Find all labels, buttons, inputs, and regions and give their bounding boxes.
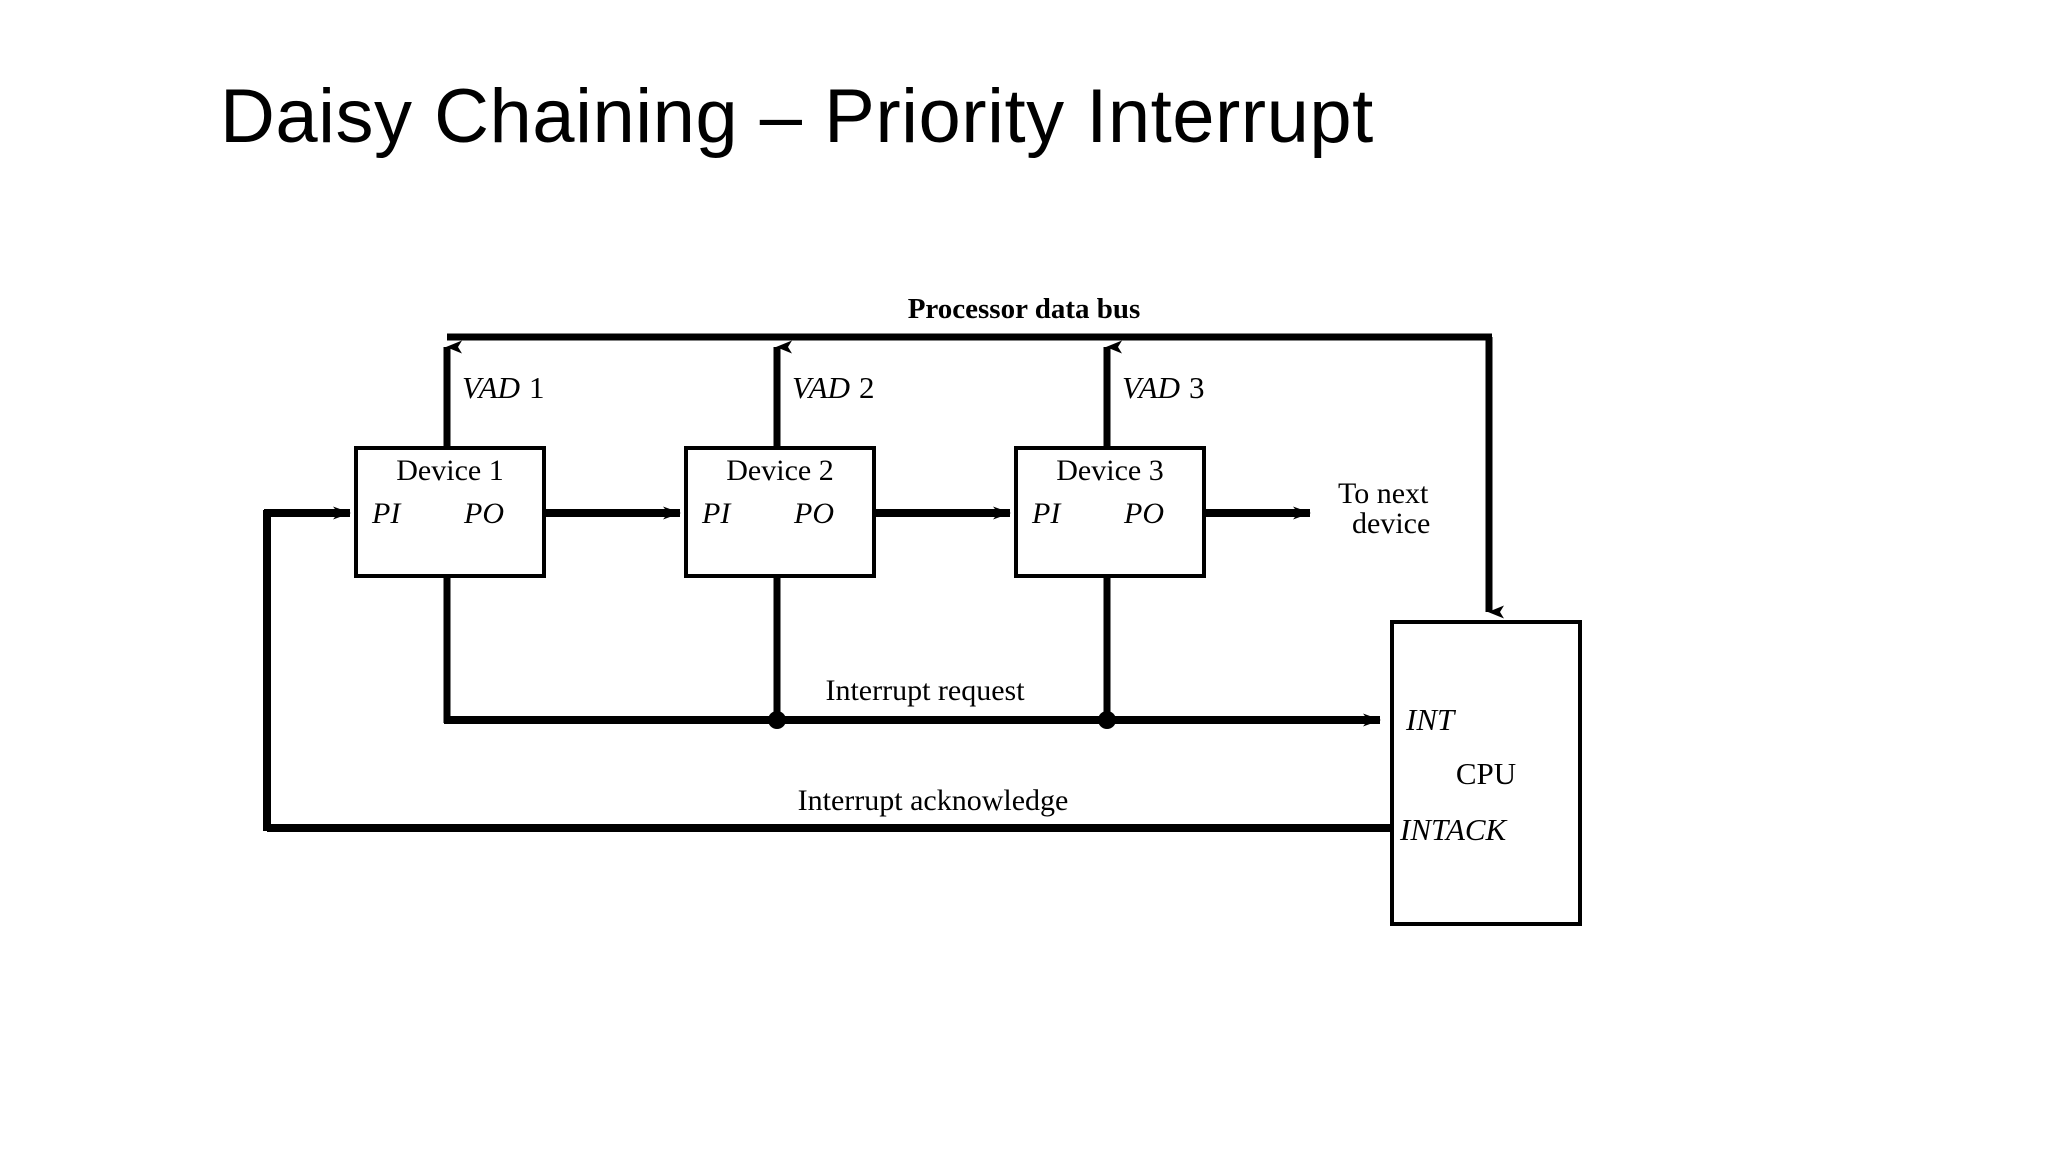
device-box-1-po-label: PO xyxy=(463,497,504,530)
junction-dot-device2 xyxy=(768,711,786,729)
vad-index-3: 3 xyxy=(1189,370,1205,405)
device-box-3-title: Device 3 xyxy=(1056,454,1163,487)
device-box-3-po-label: PO xyxy=(1123,497,1164,530)
vad-prefix-2: VAD xyxy=(792,370,850,405)
device-box-1-title: Device 1 xyxy=(396,454,503,487)
vad-label-3: VAD 3 xyxy=(1122,370,1204,405)
device-box-2[interactable]: Device 2 PI PO xyxy=(684,446,876,578)
device-box-1-pi-label: PI xyxy=(371,497,402,530)
vad-index-1: 1 xyxy=(529,370,545,405)
vad-prefix-1: VAD xyxy=(462,370,520,405)
cpu-intack-label: INTACK xyxy=(1399,812,1509,847)
cpu-box-outline xyxy=(1390,620,1582,926)
cpu-int-label: INT xyxy=(1405,702,1457,737)
device-box-3[interactable]: Device 3 PI PO xyxy=(1014,446,1206,578)
device-box-2-po-label: PO xyxy=(793,497,834,530)
vad-label-2: VAD 2 xyxy=(792,370,874,405)
interrupt-request-label: Interrupt request xyxy=(825,674,1025,707)
device-box-2-title: Device 2 xyxy=(726,454,833,487)
processor-data-bus-line xyxy=(447,333,1504,619)
cpu-box[interactable]: INT CPU INTACK xyxy=(1390,620,1582,926)
device-box-1[interactable]: Device 1 PI PO xyxy=(354,446,546,578)
device-box-2-pi-label: PI xyxy=(701,497,732,530)
interrupt-request-line xyxy=(443,576,1381,729)
page-title: Daisy Chaining – Priority Interrupt xyxy=(220,74,1374,159)
to-next-device-label-line1: To next xyxy=(1338,477,1429,510)
vad-prefix-3: VAD xyxy=(1122,370,1180,405)
device-box-3-pi-label: PI xyxy=(1031,497,1062,530)
to-next-device-label-line2: device xyxy=(1352,507,1430,540)
interrupt-acknowledge-line xyxy=(263,506,1392,832)
cpu-title: CPU xyxy=(1456,756,1516,791)
vad-index-2: 2 xyxy=(859,370,875,405)
interrupt-acknowledge-label: Interrupt acknowledge xyxy=(798,784,1069,817)
vad-label-1: VAD 1 xyxy=(462,370,544,405)
junction-dot-device3 xyxy=(1098,711,1116,729)
processor-data-bus-label: Processor data bus xyxy=(908,293,1141,325)
